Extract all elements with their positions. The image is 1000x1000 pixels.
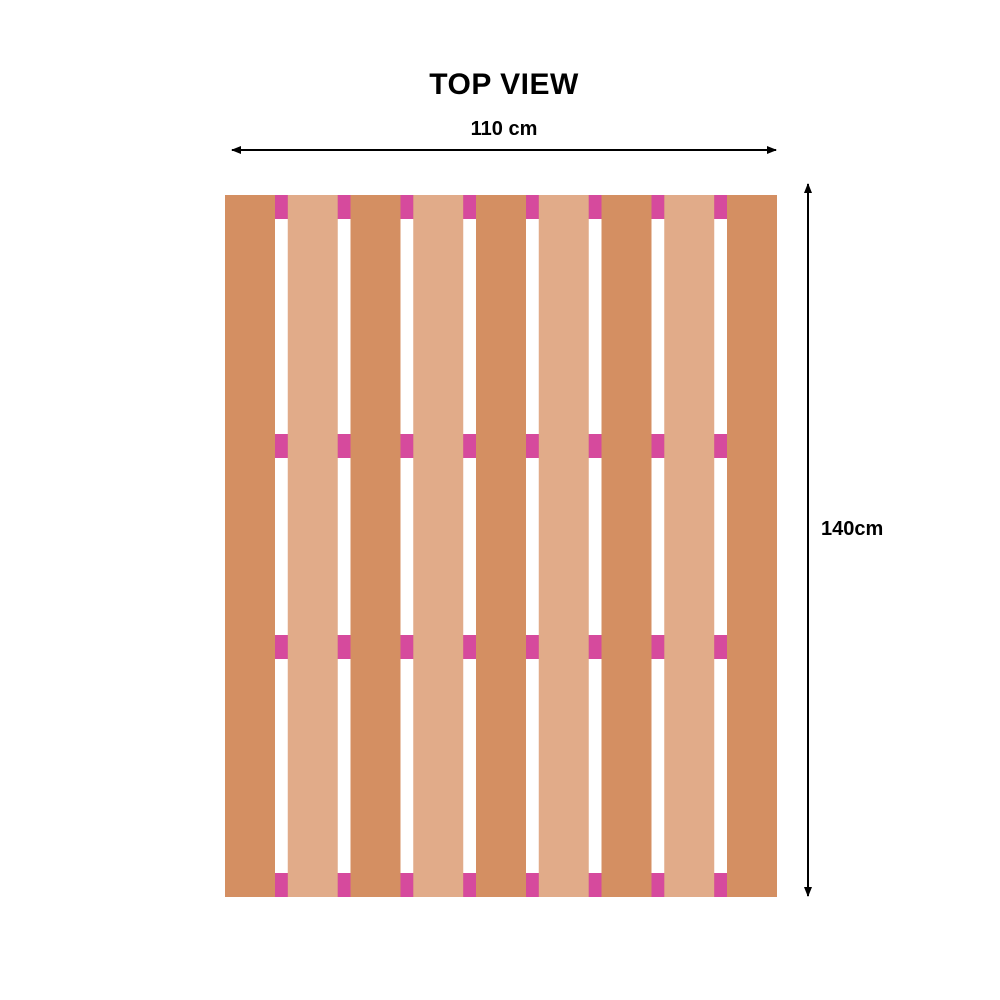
connector-block	[651, 873, 665, 897]
connector-block	[275, 635, 288, 659]
deck-board	[413, 195, 464, 897]
connector-block	[337, 873, 351, 897]
connector-block	[651, 434, 665, 458]
diagram-title: TOP VIEW	[429, 68, 579, 101]
connector-block	[651, 635, 665, 659]
connector-block	[714, 434, 727, 458]
connector-block	[400, 635, 414, 659]
connector-block	[337, 195, 351, 219]
deck-board	[350, 195, 401, 897]
connector-block	[275, 195, 288, 219]
connector-block	[337, 635, 351, 659]
deck-board	[476, 195, 526, 897]
width-dimension-label: 110 cm	[470, 118, 538, 140]
height-dimension-label: 140cm	[821, 518, 884, 540]
connector-block	[588, 635, 602, 659]
connector-group	[275, 195, 727, 897]
connector-block	[526, 195, 539, 219]
deck-board	[225, 195, 275, 897]
deck-board	[601, 195, 652, 897]
connector-block	[588, 873, 602, 897]
connector-block	[714, 195, 727, 219]
connector-block	[400, 873, 414, 897]
connector-block	[463, 195, 476, 219]
deck-board	[538, 195, 589, 897]
connector-block	[714, 873, 727, 897]
connector-block	[400, 434, 414, 458]
connector-block	[526, 873, 539, 897]
connector-block	[463, 434, 476, 458]
connector-block	[588, 434, 602, 458]
connector-block	[526, 434, 539, 458]
connector-block	[714, 635, 727, 659]
connector-block	[651, 195, 665, 219]
connector-block	[275, 434, 288, 458]
deck-board	[664, 195, 715, 897]
connector-block	[463, 635, 476, 659]
connector-block	[463, 873, 476, 897]
connector-block	[588, 195, 602, 219]
connector-block	[526, 635, 539, 659]
connector-block	[400, 195, 414, 219]
connector-block	[275, 873, 288, 897]
deck-board	[287, 195, 338, 897]
board-group	[225, 195, 777, 897]
deck-board	[727, 195, 777, 897]
connector-block	[337, 434, 351, 458]
